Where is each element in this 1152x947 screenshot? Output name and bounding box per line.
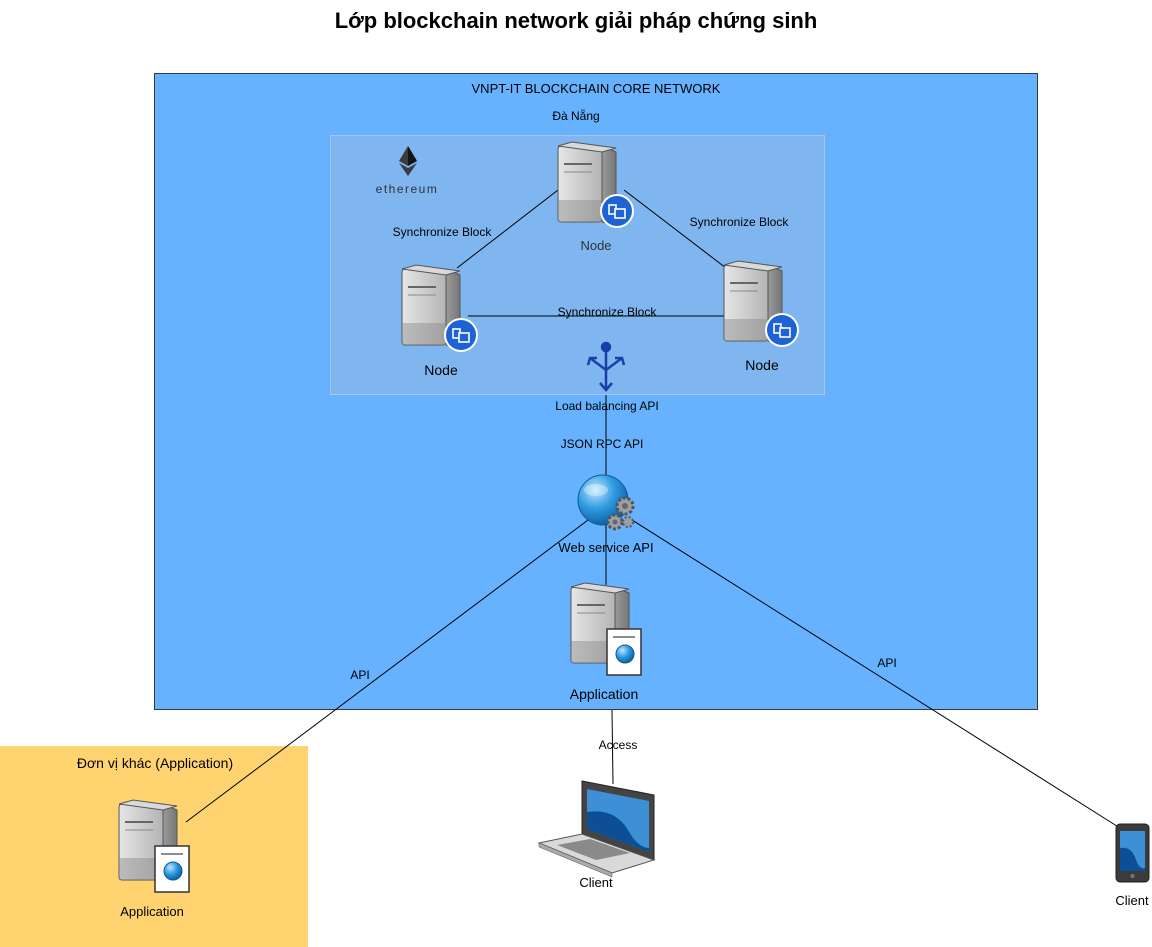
node-label: Node xyxy=(424,362,458,378)
mobile-phone-icon xyxy=(1115,823,1150,883)
sync-label: Synchronize Block xyxy=(557,305,657,319)
web-service-globe-icon xyxy=(577,474,635,531)
client-label: Client xyxy=(1115,893,1149,908)
connector-lines xyxy=(185,189,1121,829)
web-service-label: Web service API xyxy=(558,540,654,555)
node-badge-icon xyxy=(443,317,479,353)
sync-label: Synchronize Block xyxy=(392,225,492,239)
other-unit-application-label: Application xyxy=(120,904,184,919)
application-server-icon xyxy=(118,799,190,893)
node-label: Node xyxy=(580,238,612,253)
node-label: Node xyxy=(745,357,779,373)
ethereum-logo-icon xyxy=(399,146,417,176)
application-label: Application xyxy=(569,686,639,702)
load-balancer-label: Load balancing API xyxy=(555,399,659,413)
core-network-label: VNPT-IT BLOCKCHAIN CORE NETWORK xyxy=(471,81,721,96)
other-unit-label: Đơn vị khác (Application) xyxy=(76,755,234,771)
sync-label: Synchronize Block xyxy=(689,215,789,229)
diagram-title: Lớp blockchain network giải pháp chứng s… xyxy=(334,8,818,33)
application-server-icon xyxy=(570,582,642,676)
node-badge-icon xyxy=(764,312,800,348)
load-balancer-icon xyxy=(586,341,626,392)
client-label: Client xyxy=(579,875,613,890)
access-edge-label: Access xyxy=(598,738,638,752)
region-label: Đà Nẵng xyxy=(552,109,600,123)
laptop-icon xyxy=(537,780,656,878)
ethereum-logo-text: ethereum xyxy=(375,182,439,196)
api-edge-label: API xyxy=(877,656,897,670)
json-rpc-label: JSON RPC API xyxy=(560,437,644,451)
node-badge-icon xyxy=(599,193,635,229)
api-edge-label: API xyxy=(350,668,370,682)
